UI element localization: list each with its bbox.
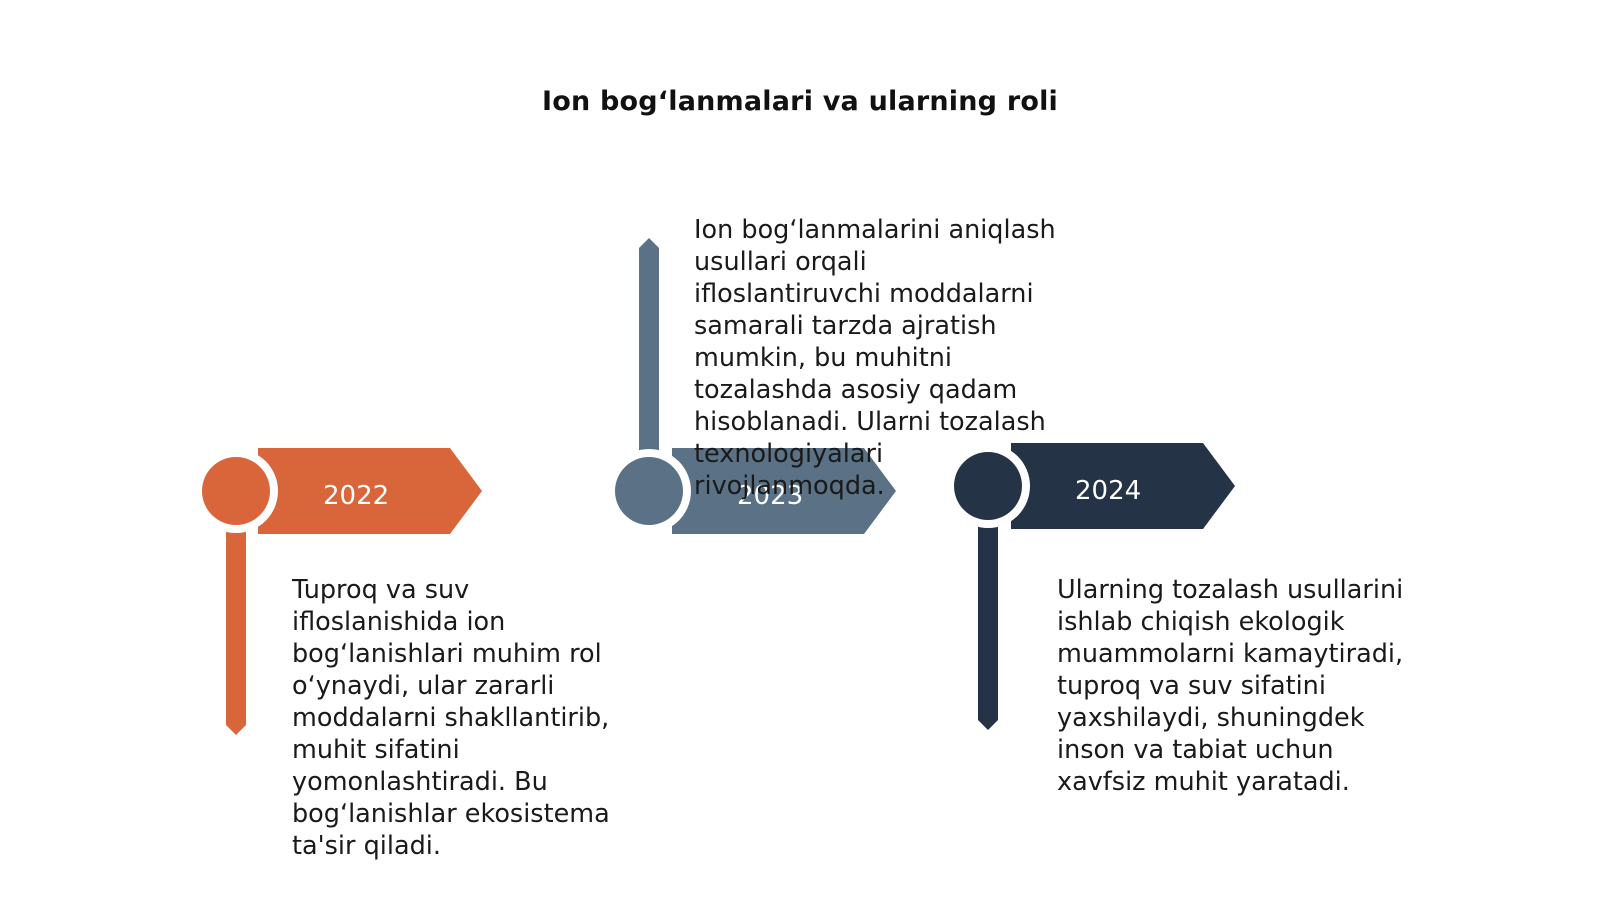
timeline-node-2024 bbox=[954, 452, 1022, 520]
timeline-stem-tip-2022 bbox=[226, 725, 246, 735]
timeline-node-2022 bbox=[202, 457, 270, 525]
year-arrow-banner-2024 bbox=[1011, 443, 1235, 529]
timeline-stem-tip-2024 bbox=[978, 720, 998, 730]
timeline-stem-2022 bbox=[226, 520, 246, 725]
description-2022: Tuproq va suv ifloslanishida ion bogʻlan… bbox=[292, 575, 610, 861]
timeline-item-2022 bbox=[194, 448, 482, 735]
year-label-2024: 2024 bbox=[1075, 476, 1142, 506]
timeline-stem-tip-2023 bbox=[639, 238, 659, 248]
year-arrow-banner-2022 bbox=[258, 448, 482, 534]
year-label-2023: 2023 bbox=[737, 481, 804, 511]
page-title: Ion bogʻlanmalari va ularning roli bbox=[541, 86, 1058, 117]
description-2023: Ion bogʻlanmalarini aniqlash usullari or… bbox=[694, 215, 1056, 501]
timeline-stem-2023 bbox=[639, 248, 659, 460]
timeline-item-2023 bbox=[607, 238, 896, 534]
year-arrow-banner-2023 bbox=[672, 448, 896, 534]
year-label-2022: 2022 bbox=[323, 481, 390, 511]
timeline-node-2023 bbox=[615, 457, 683, 525]
description-2024: Ularning tozalash usullarini ishlab chiq… bbox=[1057, 575, 1404, 797]
timeline-stem-2024 bbox=[978, 520, 998, 720]
timeline-item-2024 bbox=[946, 443, 1235, 730]
